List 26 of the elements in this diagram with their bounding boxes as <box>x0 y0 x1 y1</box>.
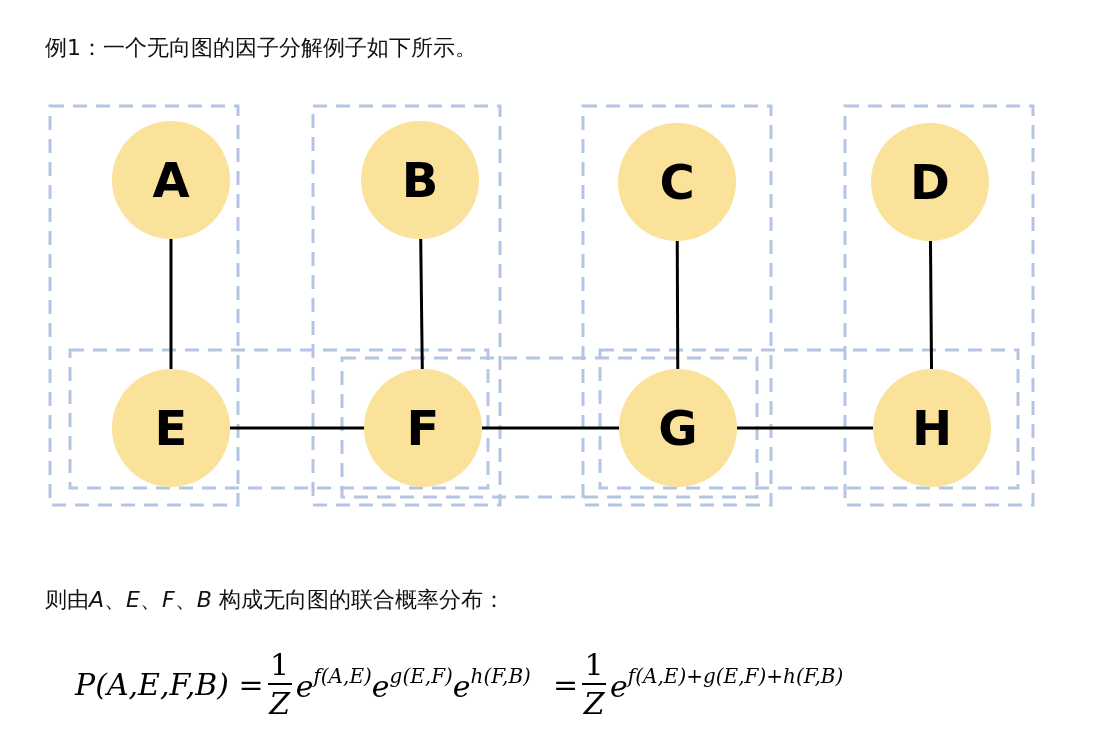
node-circle: E <box>112 369 230 487</box>
edge-line <box>929 241 933 369</box>
node-circle: B <box>361 121 479 239</box>
formula-text: e$^{f(A,E)}$e$^{g(E,F)}$e$^{h(F,B)}$ <box>295 665 531 703</box>
node-circle: G <box>619 369 737 487</box>
edge-line <box>230 426 364 430</box>
title: 例1：一个无向图的因子分解例子如下所示。 <box>45 34 477 62</box>
formula-denominator: Z <box>269 687 291 720</box>
sentence: 则由 <box>45 586 89 614</box>
node-circle: D <box>871 123 989 241</box>
edge-line <box>737 426 873 430</box>
node-circle: F <box>364 369 482 487</box>
formula-numerator: 1 <box>270 648 290 681</box>
node-circle: C <box>618 123 736 241</box>
edge-line <box>482 426 619 430</box>
formula-denominator: Z <box>583 687 605 720</box>
edge-line <box>675 241 680 369</box>
node-circle: H <box>873 369 991 487</box>
formula-numerator: 1 <box>584 648 604 681</box>
formula-text: = <box>552 667 579 701</box>
formula-text: e$^{f(A,E)+g(E,F)+h(F,B)}$ <box>610 665 844 703</box>
sentence: A、E、F、B 构成无向图的联合概率分布： <box>89 586 505 614</box>
edge-line <box>169 239 173 369</box>
node-circle: A <box>112 121 230 239</box>
edge-line <box>419 238 424 370</box>
formula-text: P(A,E,F,B) = <box>75 667 264 701</box>
